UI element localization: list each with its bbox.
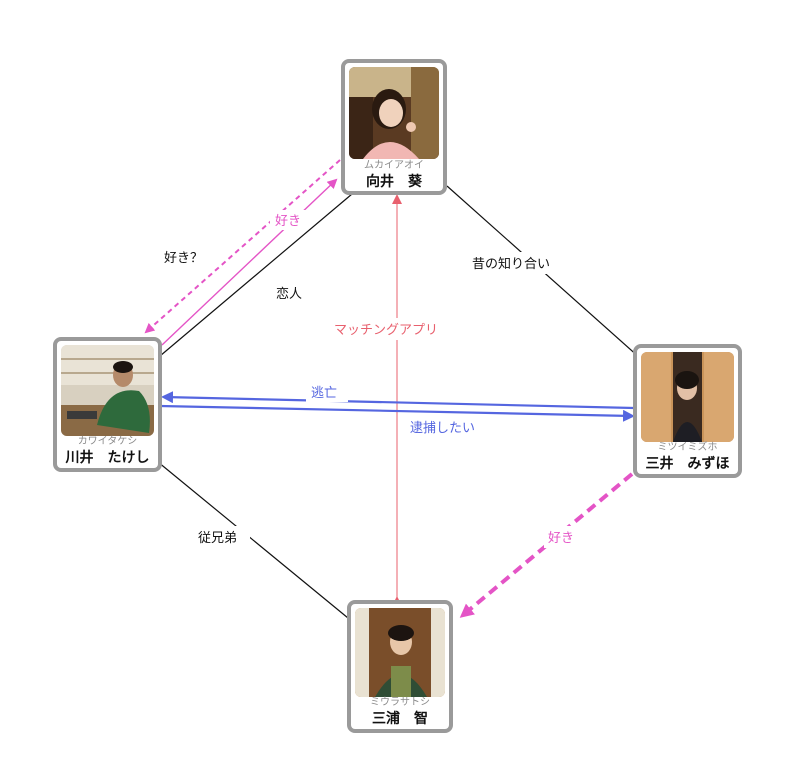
edge-itoko-line	[157, 461, 349, 619]
miura-kana: ミウラサトシ	[370, 697, 430, 708]
node-miura[interactable]: ミウラサトシ 三浦 智	[347, 600, 453, 733]
miura-name: 三浦 智	[372, 711, 428, 727]
edge-koibito-line	[159, 193, 353, 357]
edge-suki-q-line	[144, 159, 341, 334]
mitsui-name: 三井 みずほ	[645, 456, 730, 472]
mukai-photo	[349, 67, 439, 159]
node-mukai[interactable]: ムカイアオイ 向井 葵	[341, 59, 447, 195]
mukai-kana: ムカイアオイ	[364, 160, 424, 171]
edge-toubou-label: 逃亡	[311, 386, 337, 401]
mitsui-kana: ミツイミズホ	[657, 442, 718, 453]
edge-suki-line	[161, 178, 338, 346]
edge-suki-label: 好き	[275, 214, 301, 229]
miura-photo	[355, 608, 445, 697]
edge-suki-mizuho-label: 好き	[548, 531, 574, 546]
mitsui-photo	[641, 352, 734, 442]
kawai-photo	[61, 345, 154, 436]
mukai-name: 向井 葵	[366, 174, 422, 190]
node-kawai[interactable]: カワイタケシ 川井 たけし	[53, 337, 162, 472]
kawai-name: 川井 たけし	[65, 450, 150, 466]
edge-koibito-label: 恋人	[276, 286, 302, 302]
edge-itoko-label: 従兄弟	[198, 531, 237, 546]
edge-taiho-line	[159, 404, 635, 422]
edge-toubou-line	[161, 391, 635, 410]
edge-suki-q-label: 好き？	[164, 251, 203, 266]
edge-matching-label: マッチングアプリ	[334, 323, 438, 338]
edge-taiho-label: 逮捕したい	[410, 420, 475, 436]
edge-mukashi-label: 昔の知り合い	[472, 256, 550, 272]
node-mitsui[interactable]: ミツイミズホ 三井 みずほ	[633, 344, 742, 478]
kawai-kana: カワイタケシ	[77, 436, 138, 447]
edge-suki-mizuho-line	[459, 472, 634, 618]
